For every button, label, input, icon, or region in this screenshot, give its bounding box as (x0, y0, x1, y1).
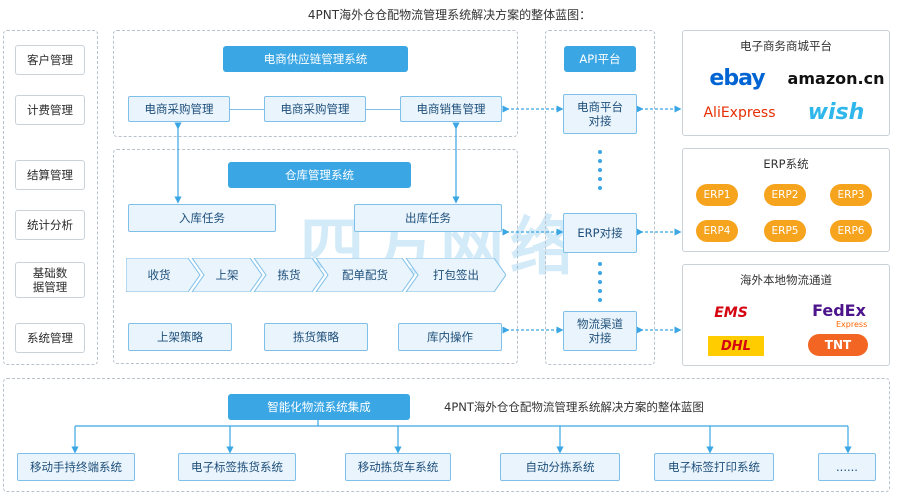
module-billing[interactable]: 计费管理 (15, 95, 85, 125)
inbound-task[interactable]: 入库任务 (128, 204, 276, 232)
erp-title: ERP系统 (763, 157, 809, 171)
tnt-logo: TNT (808, 334, 868, 356)
flow-step-allocate (315, 258, 415, 292)
ems-logo: EMS (700, 302, 762, 324)
erp-6[interactable]: ERP6 (830, 220, 872, 242)
supply-chain-header: 电商供应链管理系统 (223, 46, 408, 72)
flow-step-receive (126, 258, 201, 292)
ems-logo-text: EMS (714, 305, 748, 321)
supply-chain-panel (113, 30, 518, 137)
erp-4[interactable]: ERP4 (696, 220, 738, 242)
mobile-picking-cart-system[interactable]: 移动拣货车系统 (345, 453, 451, 481)
flow-step-putaway (191, 258, 263, 292)
api-panel (545, 30, 655, 365)
module-system[interactable]: 系统管理 (15, 323, 85, 353)
auto-sorting-system[interactable]: 自动分拣系统 (500, 453, 620, 481)
page-title: 4PNT海外仓仓配物流管理系统解决方案的整体蓝图： (307, 8, 592, 22)
aliexpress-logo-text: AliExpress (703, 105, 776, 121)
picking-strategy[interactable]: 拣货策略 (264, 323, 368, 351)
left-module-panel (3, 30, 98, 365)
electronic-label-printing-system[interactable]: 电子标签打印系统 (654, 453, 774, 481)
fedex-logo-text: FedEx (812, 300, 866, 320)
warehouse-panel (113, 149, 518, 364)
sales-management[interactable]: 电商销售管理 (400, 96, 502, 122)
logistics-title: 海外本地物流通道 (740, 273, 832, 287)
flow-label-putaway: 上架 (215, 268, 239, 282)
flow-step-pick (253, 258, 325, 292)
purchase-management-2[interactable]: 电商采购管理 (264, 96, 366, 122)
ecommerce-panel (682, 30, 890, 136)
flow-step-pack (405, 258, 506, 292)
process-flow (126, 258, 506, 292)
flow-label-pack: 打包签出 (433, 268, 479, 282)
fedex-logo: FedEx (804, 300, 874, 320)
tnt-logo-text: TNT (824, 338, 852, 352)
more-systems[interactable]: ...... (818, 453, 876, 481)
logistics-channel-integration[interactable]: 物流渠道对接 (563, 311, 637, 351)
flow-label-allocate: 配单配货 (342, 268, 388, 282)
erp-integration[interactable]: ERP对接 (563, 213, 637, 253)
ecommerce-platform-integration[interactable]: 电商平台对接 (563, 94, 637, 134)
outbound-task[interactable]: 出库任务 (354, 204, 502, 232)
flow-label-pick: 拣货 (277, 268, 301, 282)
purchase-management-1[interactable]: 电商采购管理 (128, 96, 230, 122)
electronic-label-picking-system[interactable]: 电子标签拣货系统 (178, 453, 296, 481)
dhl-logo: DHL (708, 336, 764, 356)
module-settlement[interactable]: 结算管理 (15, 160, 85, 190)
ecommerce-title: 电子商务商城平台 (740, 39, 832, 53)
api-header: API平台 (564, 46, 636, 72)
amazon-logo: amazon.cn (787, 64, 885, 92)
mobile-handheld-system[interactable]: 移动手持终端系统 (17, 453, 135, 481)
dhl-logo-text: DHL (721, 338, 751, 354)
aliexpress-logo: AliExpress (692, 100, 787, 126)
integration-caption: 4PNT海外仓仓配物流管理系统解决方案的整体蓝图 (444, 400, 704, 414)
flow-label-receive: 收货 (147, 268, 171, 282)
module-customer[interactable]: 客户管理 (15, 45, 85, 75)
ebay-logo-text: ebay (709, 65, 765, 91)
warehouse-header: 仓库管理系统 (228, 162, 411, 188)
integration-panel (3, 378, 890, 492)
in-warehouse-operation[interactable]: 库内操作 (398, 323, 502, 351)
wish-logo: wish (796, 98, 876, 126)
amazon-logo-text: amazon.cn (787, 68, 885, 88)
erp-1[interactable]: ERP1 (696, 184, 738, 206)
putaway-strategy[interactable]: 上架策略 (128, 323, 232, 351)
module-basic-data[interactable]: 基础数据管理 (15, 262, 85, 298)
integration-header: 智能化物流系统集成 (228, 394, 410, 420)
erp-5[interactable]: ERP5 (764, 220, 806, 242)
module-statistics[interactable]: 统计分析 (15, 210, 85, 240)
erp-2[interactable]: ERP2 (764, 184, 806, 206)
api-dots-2 (598, 262, 602, 307)
fedex-express-text: Express (836, 320, 868, 329)
erp-3[interactable]: ERP3 (830, 184, 872, 206)
process-flow-labels: 收货 上架 拣货 配单配货 打包签出 (126, 258, 506, 292)
ebay-logo: ebay (692, 64, 782, 92)
wish-logo-text: wish (807, 99, 865, 125)
api-dots-1 (598, 150, 602, 195)
